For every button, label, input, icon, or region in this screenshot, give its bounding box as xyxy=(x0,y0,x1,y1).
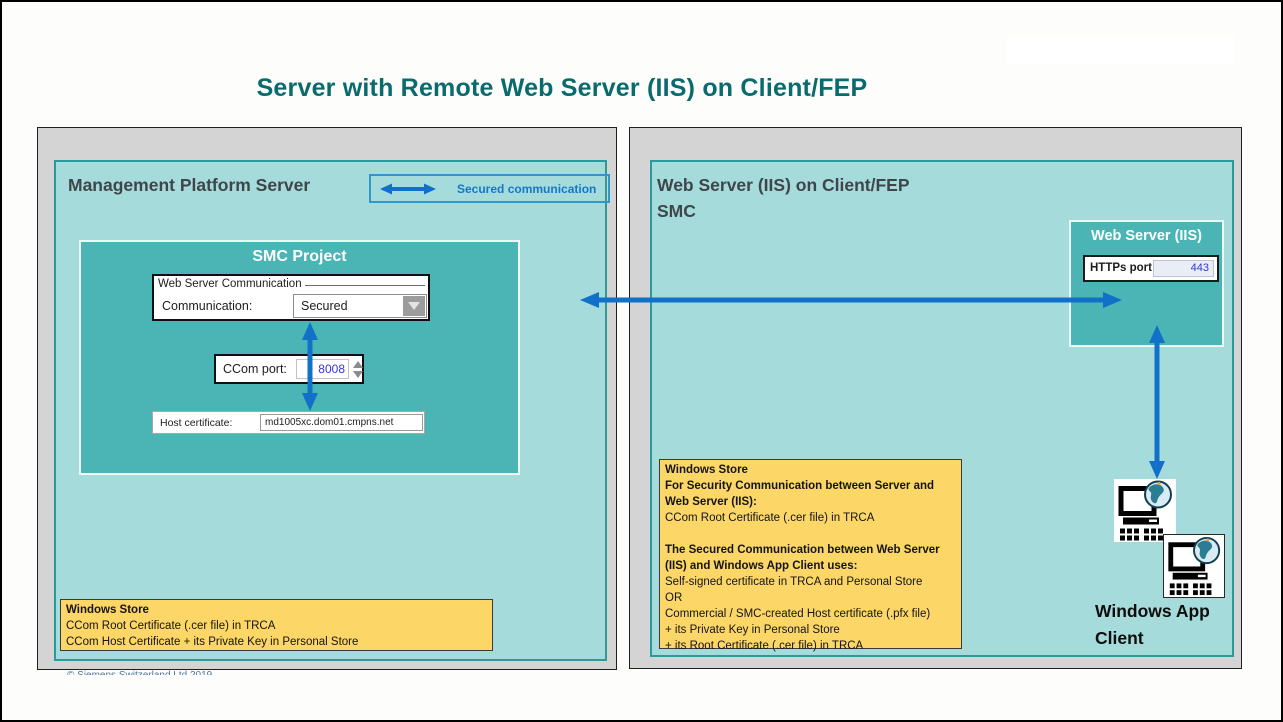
spinner-down-icon xyxy=(353,370,363,378)
page-title: Server with Remote Web Server (IIS) on C… xyxy=(256,74,868,102)
host-certificate-label: Host certificate: xyxy=(160,417,233,429)
note-line: OR xyxy=(665,592,683,604)
note-line: Commercial / SMC-created Host certificat… xyxy=(665,608,931,620)
https-port-box: HTTPs port: 443 xyxy=(1083,255,1219,282)
header-line-2: SMC xyxy=(657,201,696,221)
ccom-port-label: CCom port: xyxy=(223,362,287,376)
https-port-field[interactable]: 443 xyxy=(1153,260,1214,277)
spinner-up-icon xyxy=(353,360,363,368)
legend-label: Secured communication xyxy=(457,181,597,196)
web-server-iis-box xyxy=(1069,220,1224,347)
communication-dropdown[interactable]: Secured xyxy=(293,294,427,318)
host-certificate-field[interactable]: md1005xc.dom01.cmpns.net xyxy=(260,414,423,431)
web-server-panel-header: Web Server (IIS) on Client/FEP SMC xyxy=(657,172,1177,224)
note-line: + its Root Certificate (.cer file) in TR… xyxy=(665,640,864,652)
note-spacer xyxy=(665,526,956,542)
workstation-globe-icon xyxy=(1114,479,1176,542)
client-label-line-2: Client xyxy=(1095,628,1144,648)
ccom-port-stepper[interactable] xyxy=(352,358,364,380)
windows-app-client-label: Windows App Client xyxy=(1095,598,1245,652)
group-divider xyxy=(304,284,425,286)
top-right-white-box xyxy=(1007,37,1235,64)
note-title: Windows Store xyxy=(66,604,149,616)
ccom-port-field[interactable]: 8008 xyxy=(296,359,349,379)
dropdown-button[interactable] xyxy=(403,296,425,316)
ccom-port-box: CCom port: 8008 xyxy=(214,354,364,384)
note-heading: For Security Communication between Serve… xyxy=(665,480,935,508)
note-line: CCom Root Certificate (.cer file) in TRC… xyxy=(665,512,875,524)
secured-communication-legend: Secured communication xyxy=(369,174,610,203)
communication-dropdown-value: Secured xyxy=(301,299,348,313)
note-line: CCom Host Certificate + its Private Key … xyxy=(66,636,359,648)
note-title: Windows Store xyxy=(665,464,748,476)
chevron-down-icon xyxy=(408,302,420,310)
windows-store-note-right: Windows Store For Security Communication… xyxy=(659,459,962,652)
group-label: Web Server Communication xyxy=(158,278,302,290)
communication-label: Communication: xyxy=(162,299,253,313)
https-port-label: HTTPs port: xyxy=(1090,262,1156,274)
note-heading: The Secured Communication between Web Se… xyxy=(665,544,940,572)
note-line: CCom Root Certificate (.cer file) in TRC… xyxy=(66,620,276,632)
smc-project-title: SMC Project xyxy=(252,248,347,265)
workstation-globe-icon xyxy=(1163,534,1225,598)
management-platform-header: Management Platform Server xyxy=(68,175,311,195)
header-line-1: Web Server (IIS) on Client/FEP xyxy=(657,175,910,195)
note-line: + its Private Key in Personal Store xyxy=(665,624,840,636)
note-line: Self-signed certificate in TRCA and Pers… xyxy=(665,576,923,588)
client-label-line-1: Windows App xyxy=(1095,601,1210,621)
windows-store-note-left: Windows Store CCom Root Certificate (.ce… xyxy=(60,599,493,651)
host-certificate-box: Host certificate: md1005xc.dom01.cmpns.n… xyxy=(152,411,425,434)
web-server-iis-title: Web Server (IIS) xyxy=(1091,228,1202,244)
copyright-text: © Siemens Switzerland Ltd 2019 xyxy=(67,670,212,675)
double-arrow-icon xyxy=(380,183,436,194)
